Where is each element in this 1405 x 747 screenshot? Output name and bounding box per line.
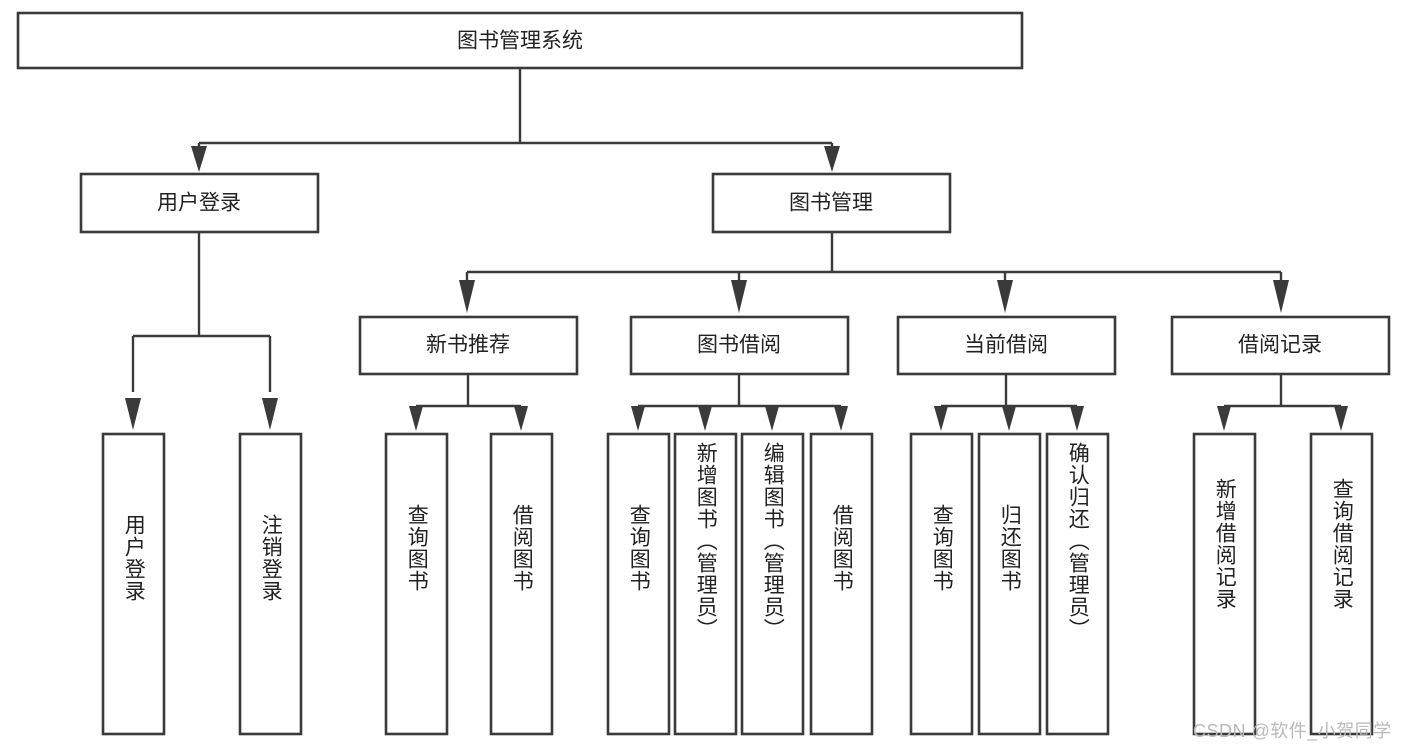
node-leaf-4[interactable] <box>489 432 554 736</box>
node-leaf-13-box[interactable] <box>1309 432 1374 736</box>
node-leaf-9-label: 查询图书 <box>930 504 954 592</box>
node-leaf-8-label: 借阅图书 <box>830 504 854 592</box>
node-leaf-9[interactable] <box>909 432 974 736</box>
node-leaf-6-label: 新增图书（管理员） <box>694 442 718 640</box>
node-root-label: 图书管理系统 <box>457 30 583 53</box>
node-leaf-5-box[interactable] <box>606 432 671 736</box>
node-leaf-2[interactable] <box>238 432 303 736</box>
connector-login-to-leaves <box>125 232 278 430</box>
node-leaf-2-box[interactable] <box>238 432 303 736</box>
node-leaf-6[interactable] <box>673 432 738 736</box>
connector-root-to-level1 <box>191 68 840 172</box>
node-leaf-11-label: 确认归还（管理员） <box>1066 442 1090 640</box>
node-leaf-6-box[interactable] <box>673 432 738 736</box>
node-leaf-3[interactable] <box>384 432 449 736</box>
node-borrow[interactable]: 图书借阅 <box>629 315 850 376</box>
connector-borrow-to-leaves <box>631 374 848 431</box>
node-leaf-9-box[interactable] <box>909 432 974 736</box>
node-leaf-2-label: 注销登录 <box>259 514 283 602</box>
node-leaf-10-box[interactable] <box>977 432 1042 736</box>
node-leaf-5-label: 查询图书 <box>627 504 651 592</box>
node-leaf-3-label: 查询图书 <box>405 504 429 592</box>
node-leaf-13-label: 查询借阅记录 <box>1330 478 1354 610</box>
node-leaf-1[interactable] <box>101 432 166 736</box>
node-login-box[interactable] <box>79 172 320 234</box>
node-root-box[interactable] <box>16 11 1024 70</box>
node-leaf-4-box[interactable] <box>489 432 554 736</box>
node-leaf-11-box[interactable] <box>1045 432 1110 736</box>
node-current-box[interactable] <box>896 315 1117 376</box>
node-leaf-8[interactable] <box>809 432 874 736</box>
node-leaf-11[interactable] <box>1045 432 1110 736</box>
node-leaf-10-label: 归还图书 <box>998 504 1022 592</box>
node-leaf-7[interactable] <box>740 432 805 736</box>
node-bookmgmt-box[interactable] <box>711 172 952 234</box>
node-leaf-1-label: 用户登录 <box>122 514 146 602</box>
connector-current-to-leaves <box>934 374 1084 431</box>
connector-newbook-to-leaves <box>409 374 528 431</box>
connector-bookmgmt-to-level2 <box>459 232 1289 313</box>
node-current[interactable]: 当前借阅 <box>896 315 1117 376</box>
node-records-box[interactable] <box>1170 315 1391 376</box>
node-leaf-8-label-wrap: 借阅图书 <box>811 434 872 734</box>
node-leaf-7-label: 编辑图书（管理员） <box>761 442 785 640</box>
node-leaf-12-label: 新增借阅记录 <box>1213 478 1237 610</box>
node-leaf-1-label-wrap: 用户登录 <box>103 434 164 734</box>
node-leaf-10-label-wrap: 归还图书 <box>979 434 1040 734</box>
node-newbook-label: 新书推荐 <box>426 334 510 357</box>
node-leaf-12-label-wrap: 新增借阅记录 <box>1194 434 1255 734</box>
node-leaf-3-label-wrap: 查询图书 <box>386 434 447 734</box>
csdn-watermark: CSDN @软件_小贺同学 <box>1193 721 1392 741</box>
node-records-label: 借阅记录 <box>1238 334 1322 357</box>
node-leaf-8-box[interactable] <box>809 432 874 736</box>
node-leaf-10[interactable] <box>977 432 1042 736</box>
node-leaf-1-box[interactable] <box>101 432 166 736</box>
node-borrow-label: 图书借阅 <box>697 334 781 357</box>
node-leaf-9-label-wrap: 查询图书 <box>911 434 972 734</box>
node-leaf-13[interactable] <box>1309 432 1374 736</box>
node-current-label: 当前借阅 <box>964 334 1048 357</box>
node-login-label: 用户登录 <box>157 192 241 215</box>
node-leaf-2-label-wrap: 注销登录 <box>240 434 301 734</box>
node-borrow-box[interactable] <box>629 315 850 376</box>
node-leaf-4-label: 借阅图书 <box>510 504 534 592</box>
node-leaf-13-label-wrap: 查询借阅记录 <box>1311 434 1372 734</box>
node-leaf-6-label-wrap: 新增图书（管理员） <box>675 434 736 734</box>
node-leaf-12-box[interactable] <box>1192 432 1257 736</box>
node-newbook[interactable]: 新书推荐 <box>358 315 579 376</box>
node-newbook-box[interactable] <box>358 315 579 376</box>
node-leaf-7-label-wrap: 编辑图书（管理员） <box>742 434 803 734</box>
node-leaf-12[interactable] <box>1192 432 1257 736</box>
node-login[interactable]: 用户登录 <box>79 172 320 234</box>
node-leaf-3-box[interactable] <box>384 432 449 736</box>
node-leaf-11-label-wrap: 确认归还（管理员） <box>1047 434 1108 734</box>
node-bookmgmt[interactable]: 图书管理 <box>711 172 952 234</box>
node-leaf-5[interactable] <box>606 432 671 736</box>
node-records[interactable]: 借阅记录 <box>1170 315 1391 376</box>
node-leaf-5-label-wrap: 查询图书 <box>608 434 669 734</box>
connector-records-to-leaves <box>1217 374 1348 431</box>
node-leaf-4-label-wrap: 借阅图书 <box>491 434 552 734</box>
node-bookmgmt-label: 图书管理 <box>789 192 873 215</box>
node-leaf-7-box[interactable] <box>740 432 805 736</box>
node-root[interactable]: 图书管理系统 <box>16 11 1024 70</box>
